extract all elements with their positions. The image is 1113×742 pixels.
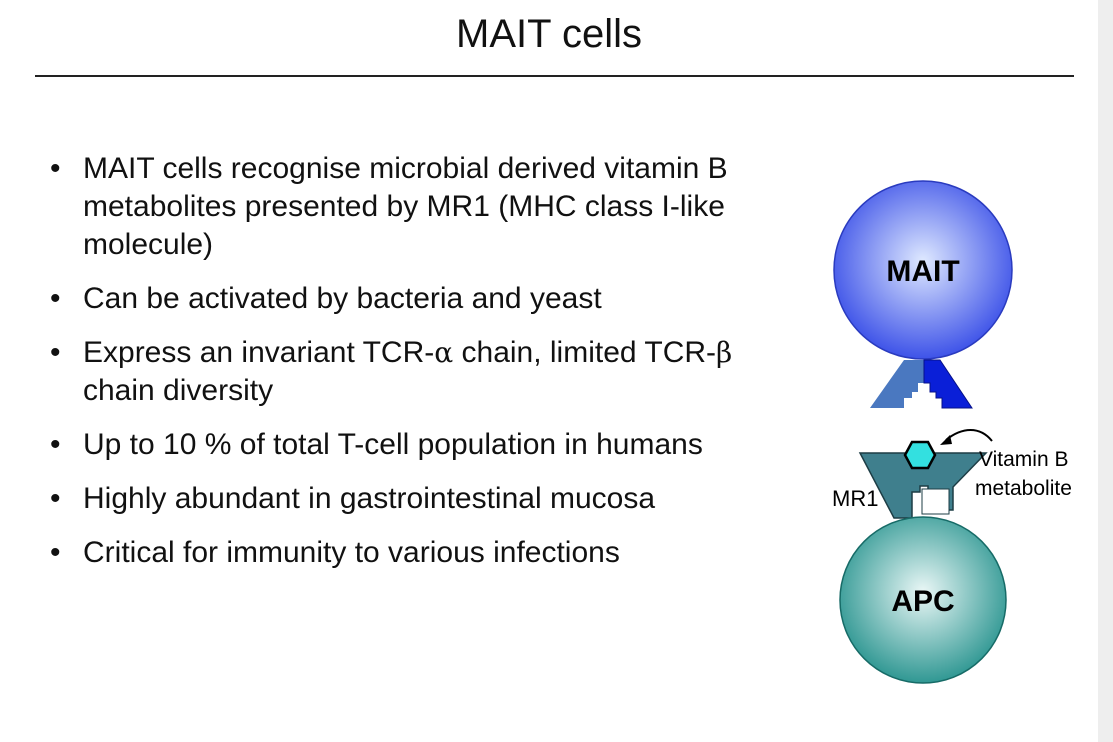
bullet-text-6: Critical for immunity to various infecti… xyxy=(83,536,620,569)
bullet-dot-icon: • xyxy=(50,536,61,569)
bullet-text-2: Can be activated by bacteria and yeast xyxy=(83,282,602,315)
arrow-head-icon xyxy=(940,435,952,445)
mr1-label: MR1 xyxy=(832,486,878,511)
vitamin-b-metabolite-hexagon xyxy=(903,440,937,470)
bullet-item-2: • Can be activated by bacteria and yeast xyxy=(48,280,808,318)
bullet-item-5: • Highly abundant in gastrointestinal mu… xyxy=(48,480,808,518)
bullet-text-3a: Express an invariant TCR- xyxy=(83,336,435,369)
metabolite-label: metabolite xyxy=(975,477,1072,500)
vitamin-b-label: Vitamin B xyxy=(979,448,1069,471)
beta-symbol: β xyxy=(716,336,733,369)
bullet-dot-icon: • xyxy=(50,428,61,461)
mait-mr1-diagram: MAIT Vitamin B metabolite MR1 APC xyxy=(832,180,1072,684)
bullet-item-6: • Critical for immunity to various infec… xyxy=(48,534,808,572)
bullet-text-3b: chain, limited TCR- xyxy=(453,336,717,369)
metabolite-arrow xyxy=(945,429,993,442)
bullet-item-1: • MAIT cells recognise microbial derived… xyxy=(48,150,808,264)
bullet-item-4: • Up to 10 % of total T-cell population … xyxy=(48,426,808,464)
mait-cell-circle xyxy=(833,180,1013,360)
bullet-text-1: MAIT cells recognise microbial derived v… xyxy=(83,152,728,261)
bullet-dot-icon: • xyxy=(50,282,61,315)
bullet-item-3: • Express an invariant TCR-α chain, limi… xyxy=(48,334,808,410)
bullet-dot-icon: • xyxy=(50,482,61,515)
right-edge-strip xyxy=(1098,0,1113,742)
bullet-dot-icon: • xyxy=(50,336,61,369)
tcr-beta-chain xyxy=(923,359,973,409)
title-underline xyxy=(35,75,1074,77)
bullet-text-4: Up to 10 % of total T-cell population in… xyxy=(83,428,703,461)
mait-label: MAIT xyxy=(886,255,959,288)
bullet-dot-icon: • xyxy=(50,152,61,185)
alpha-symbol: α xyxy=(434,336,454,369)
slide-title: MAIT cells xyxy=(456,12,642,56)
apc-cell-circle xyxy=(839,516,1007,684)
mr1-groove xyxy=(921,488,950,515)
tcr-alpha-chain xyxy=(870,360,924,408)
bullet-list: • MAIT cells recognise microbial derived… xyxy=(48,150,808,588)
apc-label: APC xyxy=(891,585,954,618)
bullet-text-5: Highly abundant in gastrointestinal muco… xyxy=(83,482,656,515)
bullet-text-3c: chain diversity xyxy=(83,374,274,407)
